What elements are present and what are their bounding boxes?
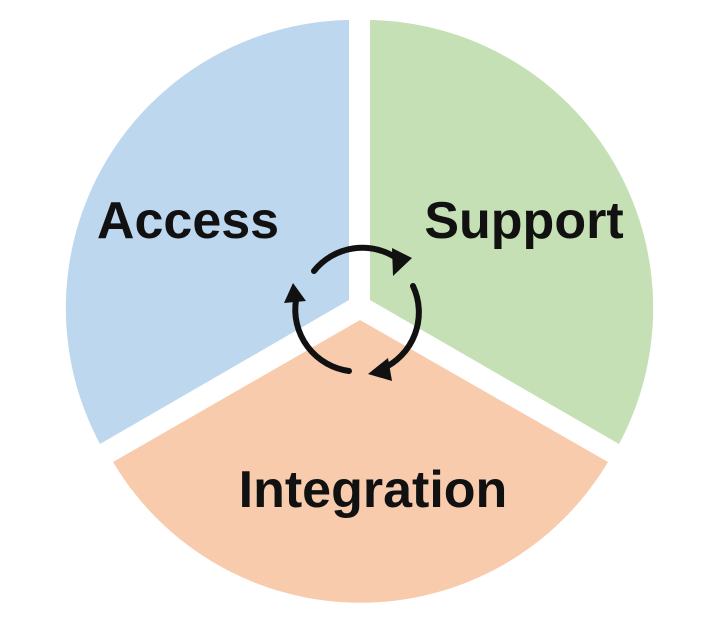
arrowhead-right-icon — [368, 358, 392, 381]
arrowhead-left-icon — [284, 283, 306, 303]
segment-support — [370, 20, 654, 444]
segment-integration — [113, 320, 608, 603]
arrowhead-top-icon — [392, 248, 412, 276]
segment-label-integration: Integration — [239, 461, 508, 519]
cycle-arc-left — [292, 297, 352, 374]
segment-label-access: Access — [97, 192, 279, 250]
cycle-arrows-icon — [284, 244, 422, 381]
segment-access — [65, 20, 350, 444]
segment-labels: Access Support Integration — [97, 192, 624, 519]
segments-group — [65, 20, 654, 603]
cycle-arc-right — [379, 283, 422, 372]
cycle-arc-top — [311, 244, 401, 274]
segment-label-support: Support — [424, 192, 623, 250]
